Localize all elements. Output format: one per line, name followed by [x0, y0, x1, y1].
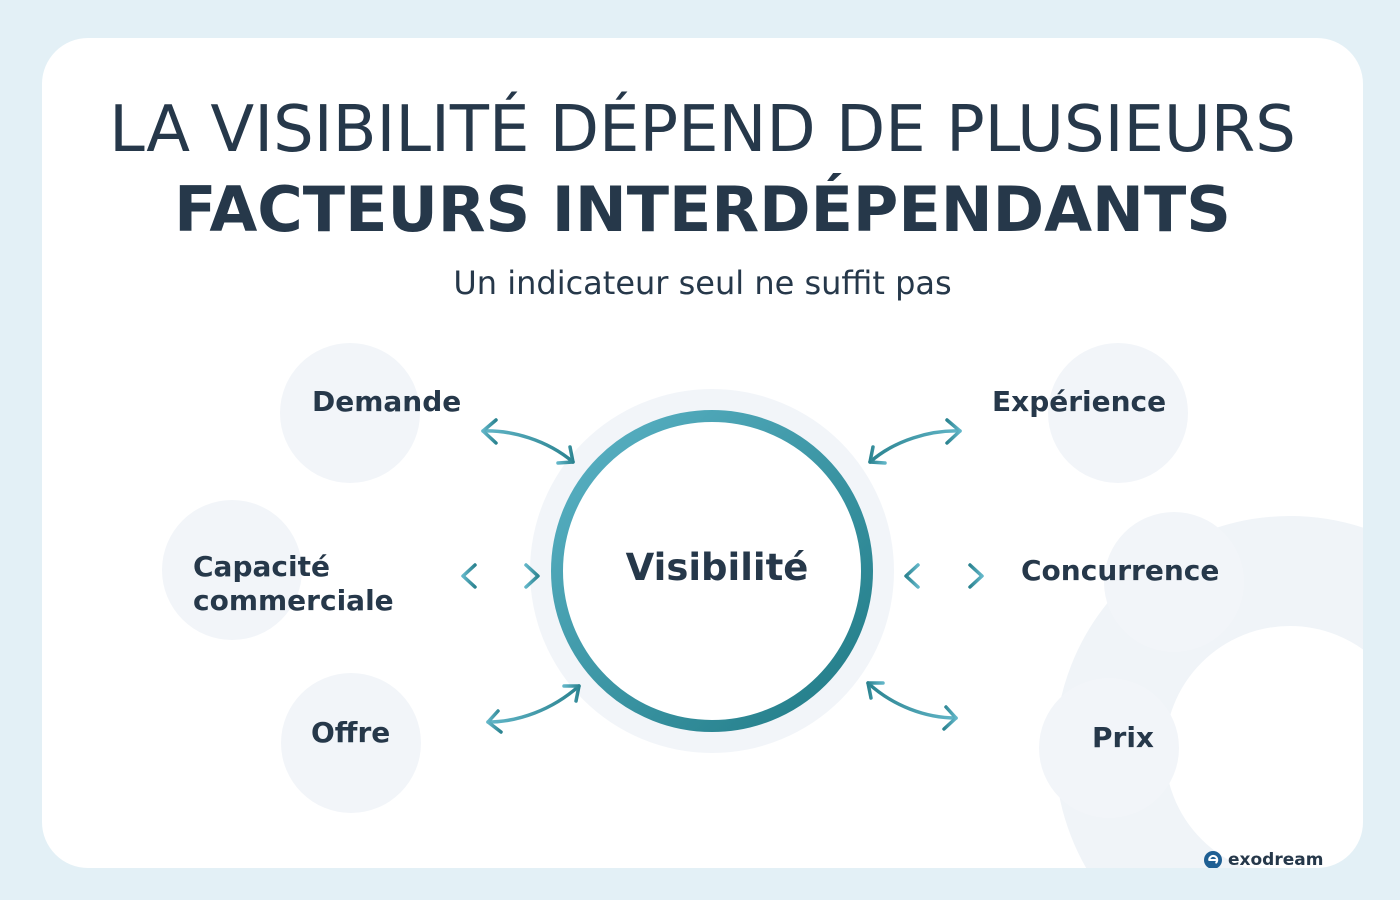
main-title: LA VISIBILITÉ DÉPEND DE PLUSIEURS FACTEU…: [42, 90, 1363, 250]
center-fill: [557, 416, 867, 726]
arrow-capacite: [461, 563, 540, 589]
node-bubble-concurrence: [1104, 512, 1244, 652]
arrow-prix: [866, 681, 958, 731]
factor-label-capacite: Capacité commerciale: [193, 550, 394, 617]
node-bubble-experience: [1048, 343, 1188, 483]
subtitle: Un indicateur seul ne suffit pas: [453, 264, 952, 302]
brand-name: exodream: [1228, 850, 1324, 868]
arrow-concurrence: [904, 563, 984, 589]
arrow-experience: [868, 418, 962, 465]
infographic-card: LA VISIBILITÉ DÉPEND DE PLUSIEURS FACTEU…: [42, 38, 1363, 868]
factor-label-demande: Demande: [312, 385, 462, 418]
factor-label-offre: Offre: [311, 716, 391, 749]
node-bubble-capacite: [162, 500, 302, 640]
brand-logo: exodream: [1204, 850, 1323, 868]
factors-diagram: [162, 343, 1244, 818]
title-line-2: FACTEURS INTERDÉPENDANTS: [174, 173, 1231, 246]
exodream-logo-icon: [1204, 851, 1222, 868]
factor-label-experience: Expérience: [992, 385, 1167, 418]
arrow-offre: [486, 684, 581, 734]
node-bubble-offre: [281, 673, 421, 813]
factor-label-prix: Prix: [1092, 721, 1154, 754]
factor-label-concurrence: Concurrence: [1021, 554, 1220, 587]
title-line-1: LA VISIBILITÉ DÉPEND DE PLUSIEURS: [109, 93, 1296, 167]
node-bubble-demande: [280, 343, 420, 483]
node-bubble-prix: [1039, 678, 1179, 818]
center-ring: [551, 410, 873, 732]
center-label-visibilite: Visibilité: [625, 546, 809, 589]
arrow-demande: [481, 418, 575, 465]
